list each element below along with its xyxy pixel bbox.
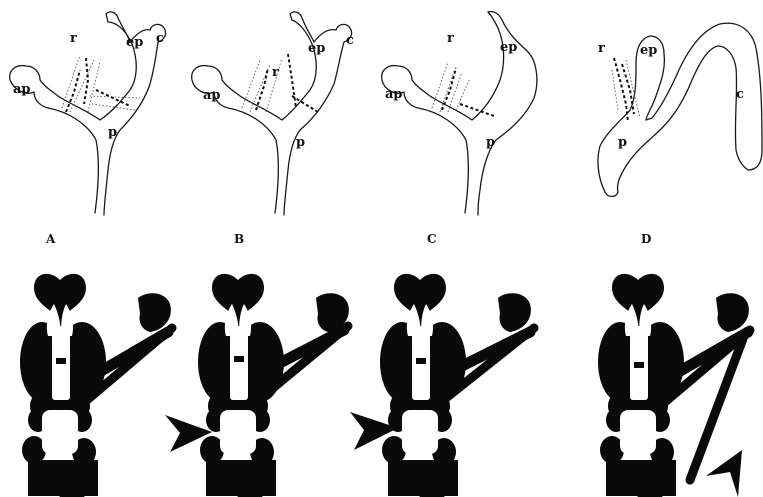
label-c: c: [736, 87, 744, 102]
label-ep: ep: [500, 40, 517, 55]
panel-b-labels: r ep c ap p B: [203, 33, 354, 246]
panel-label-b: B: [234, 232, 244, 246]
label-ap: ap: [385, 87, 403, 102]
label-c: c: [156, 31, 164, 46]
label-c: c: [346, 33, 354, 48]
panel-a-labels: r ep c ap p A: [13, 31, 164, 246]
label-ap: ap: [13, 82, 31, 97]
panel-label-c: C: [427, 232, 437, 246]
organ-silhouette-3: [380, 274, 534, 497]
label-ap: ap: [203, 88, 221, 103]
label-p: p: [296, 135, 305, 150]
organ-silhouette-1: [20, 274, 172, 497]
label-r: r: [272, 65, 279, 80]
label-p: p: [618, 135, 627, 150]
arrowhead-3: [706, 450, 742, 497]
label-r: r: [70, 31, 77, 46]
panel-label-a: A: [45, 232, 56, 246]
label-r: r: [598, 41, 605, 56]
panel-label-d: D: [641, 232, 651, 246]
label-p: p: [108, 125, 117, 140]
label-ep: ep: [308, 41, 325, 56]
label-p: p: [486, 135, 495, 150]
panel-d-drawing: [598, 23, 762, 196]
panel-b-drawing: [192, 12, 352, 215]
label-ep: ep: [640, 43, 657, 58]
label-ep: ep: [126, 35, 143, 50]
label-r: r: [447, 31, 454, 46]
organ-silhouette-2: [198, 274, 349, 497]
panel-d-labels: r ep c p D: [598, 41, 744, 246]
